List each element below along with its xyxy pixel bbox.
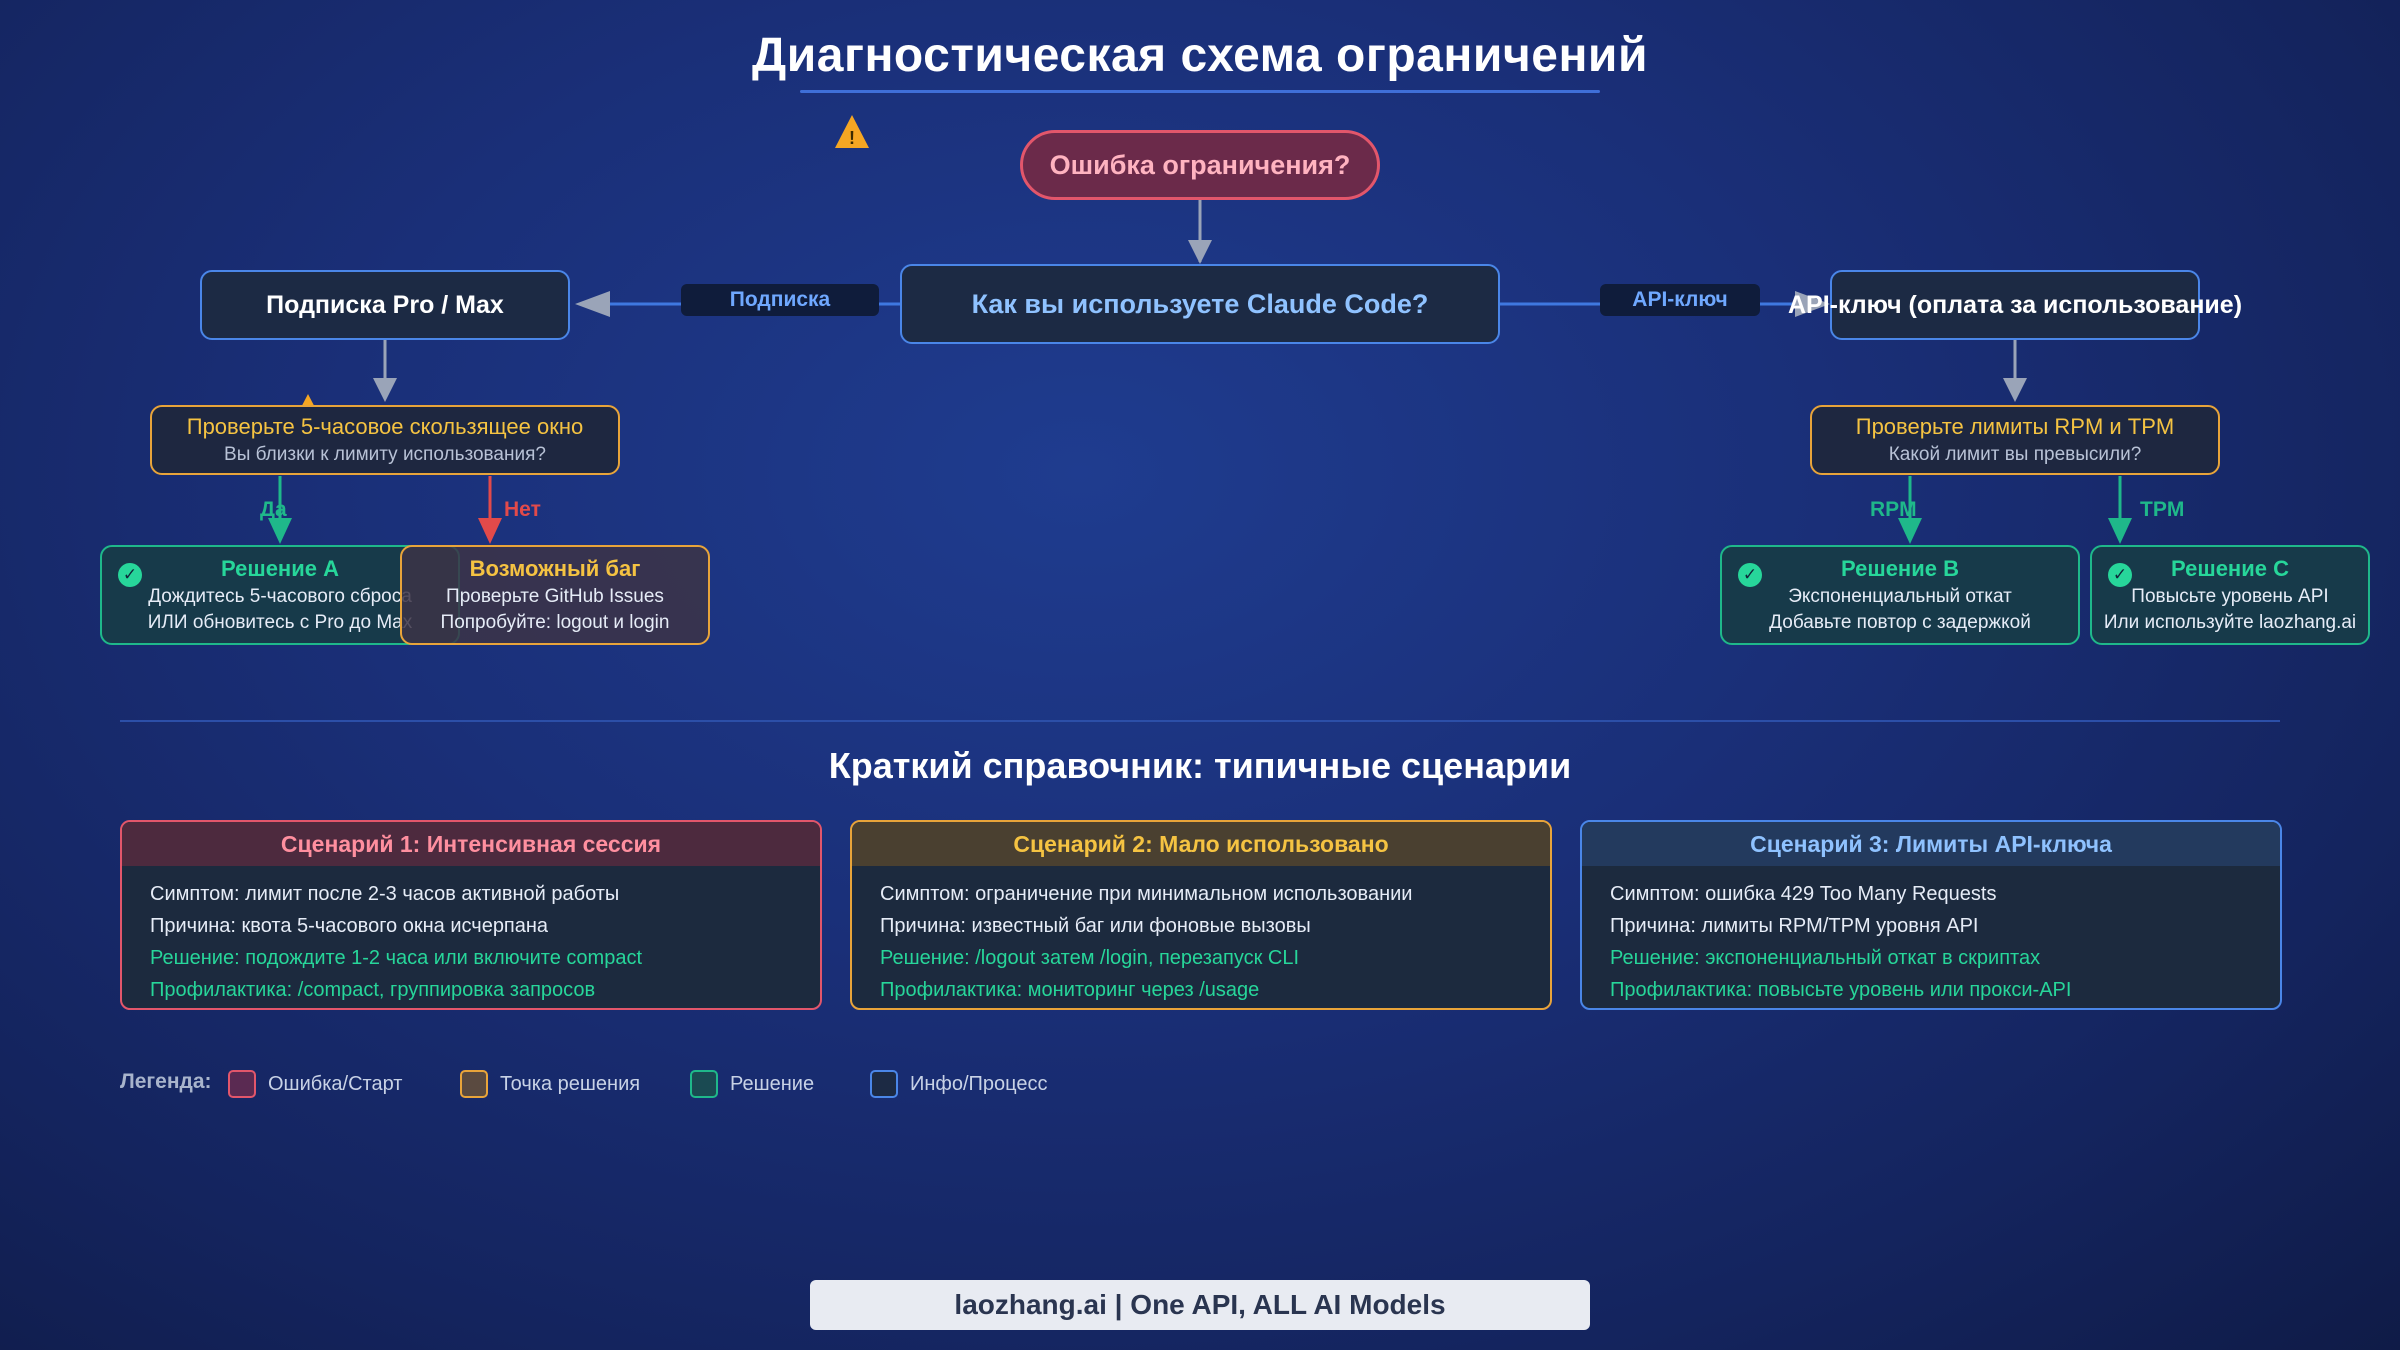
svg-text:!: ! bbox=[849, 128, 855, 148]
edge-label-yes: Да bbox=[260, 498, 287, 521]
scenario-1-cause: Причина: квота 5-часового окна исчерпана bbox=[150, 915, 549, 937]
legend-label-decision: Точка решения bbox=[500, 1072, 641, 1095]
legend-swatch-error bbox=[228, 1070, 256, 1098]
check-icon: ✓ bbox=[2108, 563, 2132, 587]
scenario-3-cause: Причина: лимиты RPM/TPM уровня API bbox=[1610, 915, 1979, 937]
node-check-limits: Проверьте лимиты RPM и TPM Какой лимит в… bbox=[1810, 405, 2220, 475]
arrowhead-check-window bbox=[373, 378, 397, 402]
section-divider bbox=[120, 720, 2280, 722]
scenario-2-symptom: Симптом: ограничение при минимальном исп… bbox=[880, 883, 1413, 905]
solution-a-line2: ИЛИ обновитесь с Pro до Max bbox=[147, 612, 413, 633]
node-subscription: Подписка Pro / Max bbox=[200, 270, 570, 340]
solution-c-line1: Повысьте уровень API bbox=[2131, 586, 2329, 607]
footer-banner: laozhang.ai | One API, ALL AI Models bbox=[810, 1280, 1590, 1330]
bug-line1: Проверьте GitHub Issues bbox=[446, 586, 664, 607]
scenario-1-title: Сценарий 1: Интенсивная сессия bbox=[122, 822, 820, 866]
check-window-line1: Проверьте 5-часовое скользящее окно bbox=[186, 414, 584, 439]
check-limits-line2: Какой лимит вы превысили? bbox=[1888, 444, 2142, 465]
warning-icon: ! bbox=[835, 115, 869, 148]
check-limits-line1: Проверьте лимиты RPM и TPM bbox=[1855, 414, 2175, 439]
check-window-line2: Вы близки к лимиту использования? bbox=[224, 444, 546, 465]
legend-label-solution: Решение bbox=[730, 1072, 815, 1095]
node-start-error: Ошибка ограничения? bbox=[1020, 130, 1380, 200]
arrowhead-main bbox=[1188, 240, 1212, 264]
legend-item-error: Ошибка/Старт bbox=[228, 1070, 402, 1098]
arrowhead-subscription bbox=[575, 291, 610, 317]
legend-item-solution: Решение bbox=[690, 1070, 814, 1098]
page-title: Диагностическая схема ограничений bbox=[752, 29, 1648, 82]
solution-c-line2: Или используйте laozhang.ai bbox=[2103, 612, 2357, 633]
legend-label-error: Ошибка/Старт bbox=[268, 1072, 403, 1095]
check-icon: ✓ bbox=[1738, 563, 1762, 587]
edge-label-no: Нет bbox=[504, 498, 541, 521]
edge-label-apikey: API-ключ bbox=[1600, 284, 1760, 316]
scenario-3-symptom: Симптом: ошибка 429 Too Many Requests bbox=[1610, 883, 1997, 905]
edge-label-tpm: TPM bbox=[2140, 498, 2185, 521]
legend-swatch-solution bbox=[690, 1070, 718, 1098]
solution-b-title: Решение B bbox=[1841, 556, 1959, 581]
arrowhead-tpm bbox=[2108, 518, 2132, 544]
title-underline bbox=[800, 90, 1600, 93]
solution-b-line2: Добавьте повтор с задержкой bbox=[1769, 612, 2031, 633]
bug-line2: Попробуйте: logout и login bbox=[440, 612, 670, 633]
edge-label-rpm: RPM bbox=[1870, 498, 1917, 521]
scenario-card-2: Сценарий 2: Мало использовано Симптом: о… bbox=[850, 820, 1552, 1010]
check-icon: ✓ bbox=[118, 563, 142, 587]
legend-swatch-info bbox=[870, 1070, 898, 1098]
legend-title: Легенда: bbox=[120, 1070, 212, 1093]
scenario-2-solution: Решение: /logout затем /login, перезапус… bbox=[880, 947, 1300, 969]
scenario-2-cause: Причина: известный баг или фоновые вызов… bbox=[880, 915, 1311, 937]
legend-label-info: Инфо/Процесс bbox=[910, 1072, 1048, 1095]
node-main-question: Как вы используете Claude Code? bbox=[900, 264, 1500, 344]
scenario-3-title: Сценарий 3: Лимиты API-ключа bbox=[1582, 822, 2280, 866]
scenario-2-prevention: Профилактика: мониторинг через /usage bbox=[880, 979, 1260, 1001]
legend-item-info: Инфо/Процесс bbox=[870, 1070, 1048, 1098]
solution-a-line1: Дождитесь 5-часового сброса bbox=[148, 586, 412, 607]
arrowhead-check-limits bbox=[2003, 378, 2027, 402]
legend-item-decision: Точка решения bbox=[460, 1070, 640, 1098]
scenario-1-solution: Решение: подождите 1-2 часа или включите… bbox=[150, 947, 643, 969]
arrowhead-rpm bbox=[1898, 518, 1922, 544]
scenario-3-solution: Решение: экспоненциальный откат в скрипт… bbox=[1610, 947, 2041, 969]
arrowhead-apikey bbox=[1795, 291, 1830, 317]
solution-b-line1: Экспоненциальный откат bbox=[1788, 586, 2012, 607]
bug-title: Возможный баг bbox=[469, 556, 641, 581]
solution-a-title: Решение A bbox=[221, 556, 339, 581]
legend-swatch-decision bbox=[460, 1070, 488, 1098]
scenario-card-1: Сценарий 1: Интенсивная сессия Симптом: … bbox=[120, 820, 822, 1010]
scenario-1-symptom: Симптом: лимит после 2-3 часов активной … bbox=[150, 883, 620, 905]
scenario-3-prevention: Профилактика: повысьте уровень или прокс… bbox=[1610, 979, 2072, 1001]
scenario-card-3: Сценарий 3: Лимиты API-ключа Симптом: ош… bbox=[1580, 820, 2282, 1010]
scenario-2-title: Сценарий 2: Мало использовано bbox=[852, 822, 1550, 866]
edge-label-subscription: Подписка bbox=[681, 284, 879, 316]
node-solution-c: ✓ Решение C Повысьте уровень API Или исп… bbox=[2090, 545, 2370, 645]
section-subtitle: Краткий справочник: типичные сценарии bbox=[828, 745, 1572, 786]
arrowhead-yes bbox=[268, 518, 292, 544]
node-possible-bug: Возможный баг Проверьте GitHub Issues По… bbox=[400, 545, 710, 645]
node-apikey: API-ключ (оплата за использование) bbox=[1788, 270, 2242, 340]
node-solution-b: ✓ Решение B Экспоненциальный откат Добав… bbox=[1720, 545, 2080, 645]
solution-c-title: Решение C bbox=[2171, 556, 2289, 581]
scenario-1-prevention: Профилактика: /compact, группировка запр… bbox=[150, 979, 596, 1001]
node-check-window: Проверьте 5-часовое скользящее окно Вы б… bbox=[150, 405, 620, 475]
arrowhead-no bbox=[478, 518, 502, 544]
